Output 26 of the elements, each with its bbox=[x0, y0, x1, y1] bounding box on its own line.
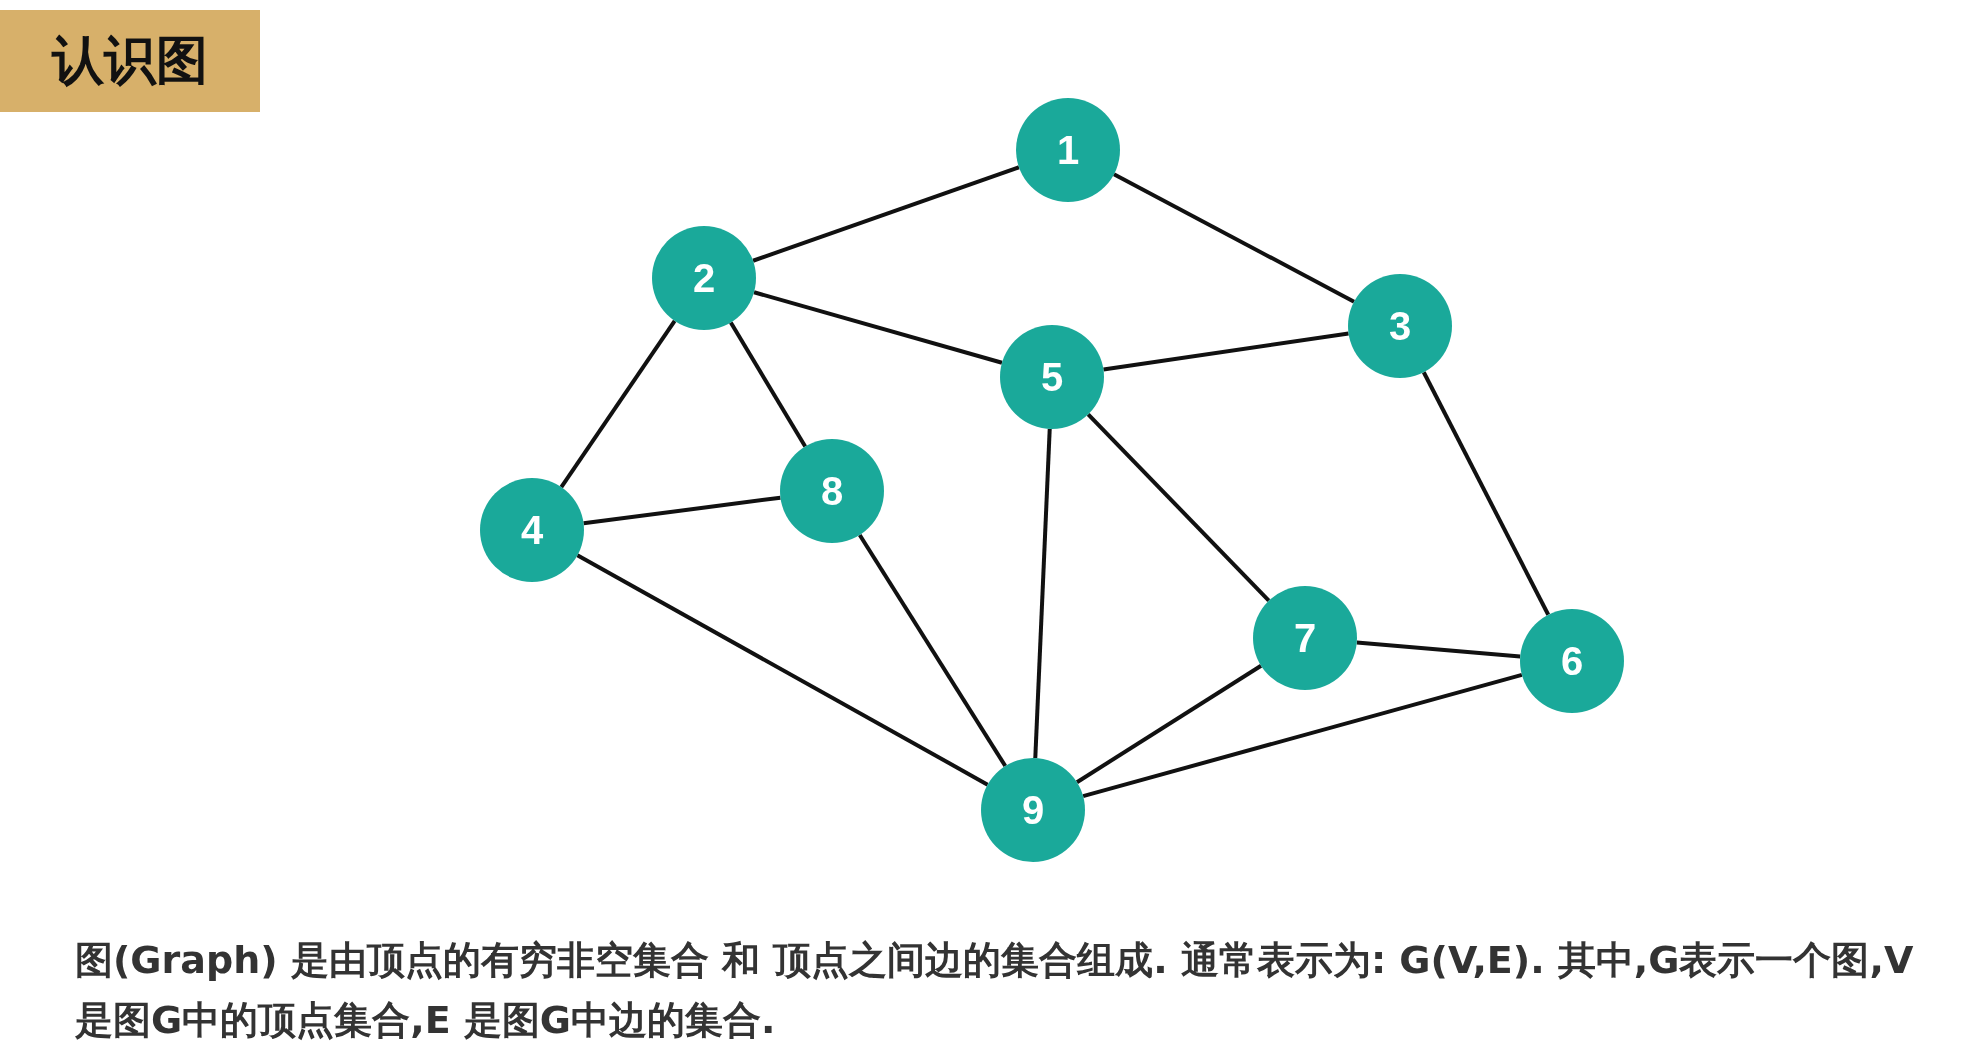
edge-line bbox=[1421, 371, 1551, 616]
vertex-label: 1 bbox=[1056, 127, 1080, 173]
edge-line bbox=[1075, 664, 1263, 784]
vertex-label: 5 bbox=[1040, 354, 1064, 400]
vertex-label: 6 bbox=[1560, 638, 1584, 684]
edge-line bbox=[576, 553, 989, 787]
edge-line bbox=[1033, 428, 1052, 759]
edge-line bbox=[1113, 172, 1355, 304]
edge-line bbox=[752, 165, 1020, 263]
edge-line bbox=[753, 290, 1003, 365]
vertex-label: 7 bbox=[1293, 615, 1317, 661]
vertex-label: 9 bbox=[1021, 787, 1045, 833]
vertex-label: 2 bbox=[692, 255, 716, 301]
edge-line bbox=[729, 321, 807, 448]
title-banner: 认识图 bbox=[0, 10, 260, 112]
edge-line bbox=[1082, 672, 1523, 799]
edge-line bbox=[858, 533, 1007, 768]
vertex-label: 3 bbox=[1388, 303, 1412, 349]
edge-line bbox=[1086, 412, 1271, 603]
vertex-label: 4 bbox=[520, 507, 544, 553]
caption-text: 图(Graph) 是由顶点的有穷非空集合 和 顶点之间边的集合组成. 通常表示为: G(V,E). 其中,G表示一个图,V是图G中的顶点集合,E 是图G中边的集合. bbox=[75, 937, 1915, 1044]
vertex-label: 8 bbox=[820, 468, 844, 514]
edge-line bbox=[1356, 640, 1521, 659]
edge-line bbox=[583, 495, 781, 526]
edge-line bbox=[1103, 331, 1349, 372]
edge-line bbox=[559, 319, 677, 489]
